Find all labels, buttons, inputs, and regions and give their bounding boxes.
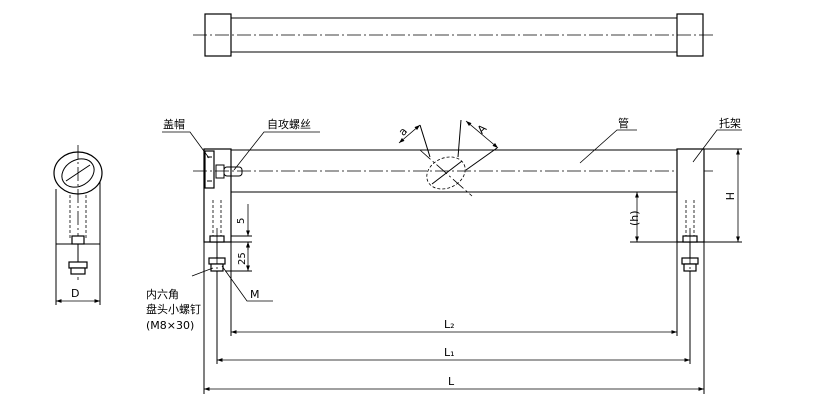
label-pipe: 管: [618, 116, 629, 130]
dim-sh-label: (h): [628, 210, 641, 226]
dim-d-label: D: [71, 287, 79, 300]
label-hex-screw-line3: (M8×30): [146, 319, 194, 332]
tapping-screw-body: [223, 166, 243, 177]
dim-m-label: M: [250, 288, 260, 301]
dim-a-line: [398, 124, 421, 144]
dim-25-label: 25: [237, 252, 248, 265]
leader-cap: [162, 131, 210, 159]
leader-tapping-screw: [233, 131, 320, 171]
dim-aa-ext-2: [465, 147, 498, 171]
label-hex-screw-line1: 内六角: [146, 287, 179, 301]
side-view-washer: [71, 235, 85, 245]
side-view-screw-head: [70, 267, 86, 275]
dim-aa-ext: [457, 119, 462, 158]
dim-l-label: L: [448, 375, 455, 388]
dim-5-label: 5: [236, 218, 247, 224]
dim-aa-line: [465, 120, 499, 149]
dim-h-label: H: [723, 192, 736, 200]
top-view: [193, 13, 716, 57]
leader-hex-screw: [191, 267, 214, 277]
leaders: 盖帽 自攻螺丝 管 托架 内六角 盘头小螺钉 (M8×30) M: [146, 116, 742, 332]
side-view-nut: [68, 261, 88, 269]
label-cap: 盖帽: [163, 117, 185, 131]
dim-aa-label: A: [475, 122, 490, 137]
dimensions: a A H (h) 5 25 L₂ L₁: [203, 119, 742, 394]
pipe-cross-section: [426, 156, 466, 190]
leader-pipe: [579, 129, 637, 164]
left-cap: [204, 150, 215, 189]
side-view-pipe-inner: [61, 158, 95, 188]
label-hex-screw-line2: 盘头小螺钉: [146, 302, 201, 316]
pipe-section-mark: [431, 160, 463, 185]
right-bracket: [676, 148, 705, 243]
side-view: D: [53, 145, 103, 305]
dim-a-ext-1: [419, 124, 431, 158]
dim-l1-label: L₁: [444, 346, 455, 359]
front-view: [193, 148, 716, 278]
leader-m: [221, 265, 273, 302]
label-bracket: 托架: [719, 116, 741, 130]
dim-a-label: a: [396, 125, 410, 139]
leader-bracket: [692, 129, 742, 163]
label-tapping-screw: 自攻螺丝: [267, 117, 311, 131]
pipe-section-centerline: [419, 149, 473, 197]
dim-l2-label: L₂: [444, 318, 455, 331]
